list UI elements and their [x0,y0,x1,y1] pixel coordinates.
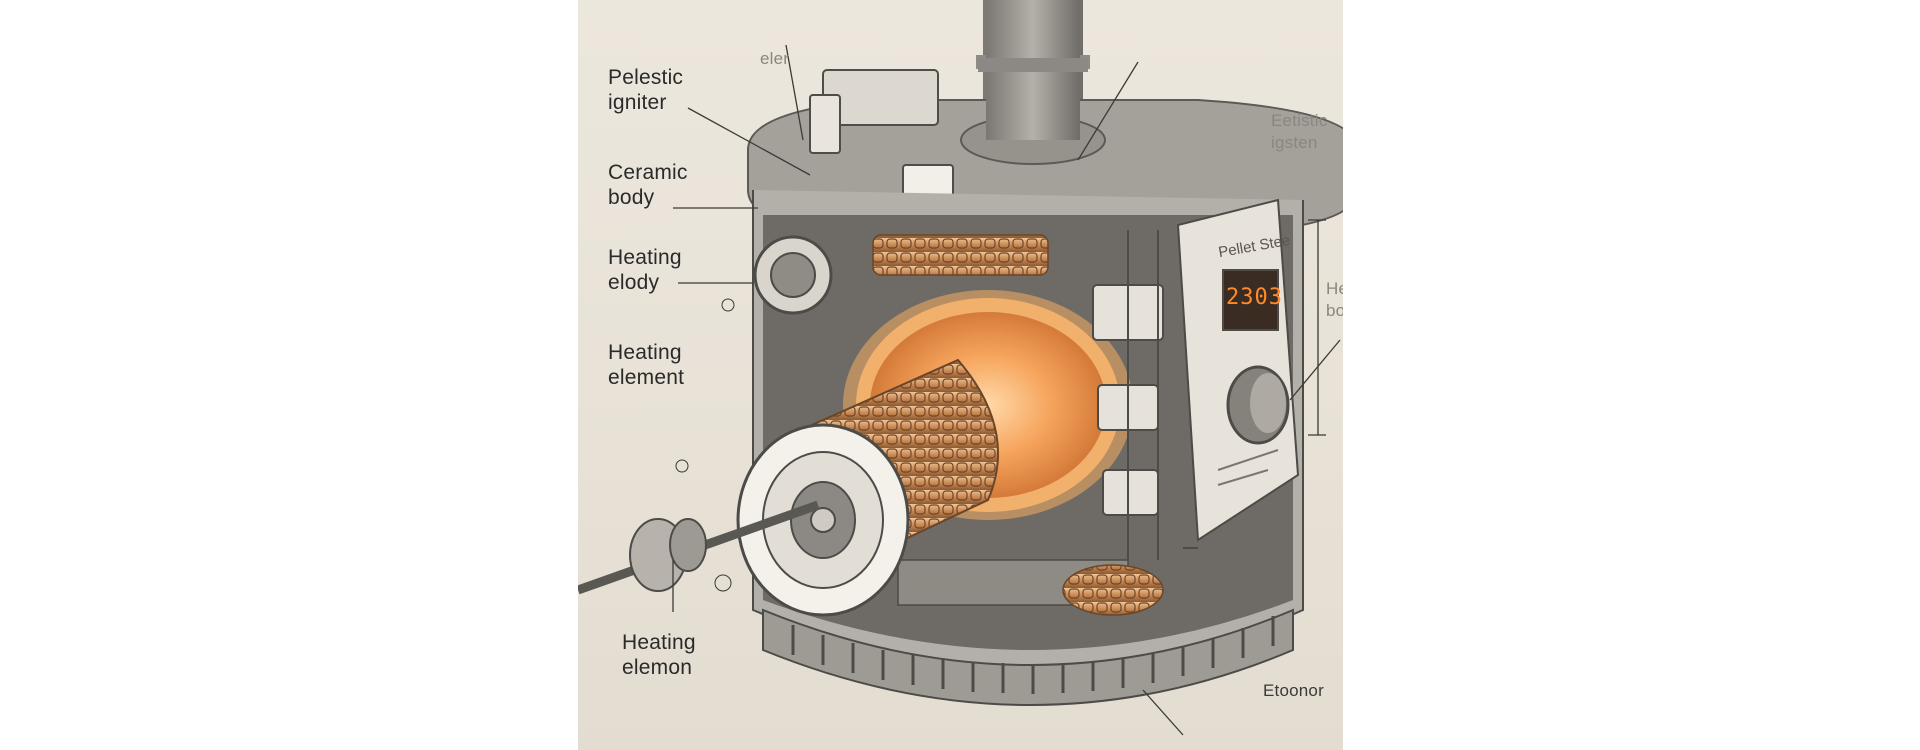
stove-cutaway-drawing [578,0,1343,736]
right-side-wiring [1092,230,1164,560]
label-pelectic-igniter: Pelestic igniter [608,66,684,114]
igniter-cable [578,500,820,595]
pellet-stove-igniter-illustration: Pelestic igniter eler Ceramic body Heati… [578,0,1343,750]
igniter-cartridge [736,358,999,617]
control-panel-display: 2303 [1226,285,1283,310]
callout-lines [672,44,1341,736]
label-heating-element: Heating element [608,341,685,389]
callout-markers [675,298,735,592]
control-panel [1176,198,1300,542]
label-heating-elemon: Heating elemon [622,631,696,679]
top-electrical-box [809,69,954,198]
label-ceramic-body: Ceramic body [608,161,688,209]
label-heating-elody: Heating elody [608,246,682,294]
label-right-top-faint: Eetistic igsten [1271,111,1328,152]
label-bottom-right: Etoonor [1263,681,1324,700]
label-right-mid-faint: He bo [1326,279,1343,320]
label-top-faint: eler [760,49,790,68]
